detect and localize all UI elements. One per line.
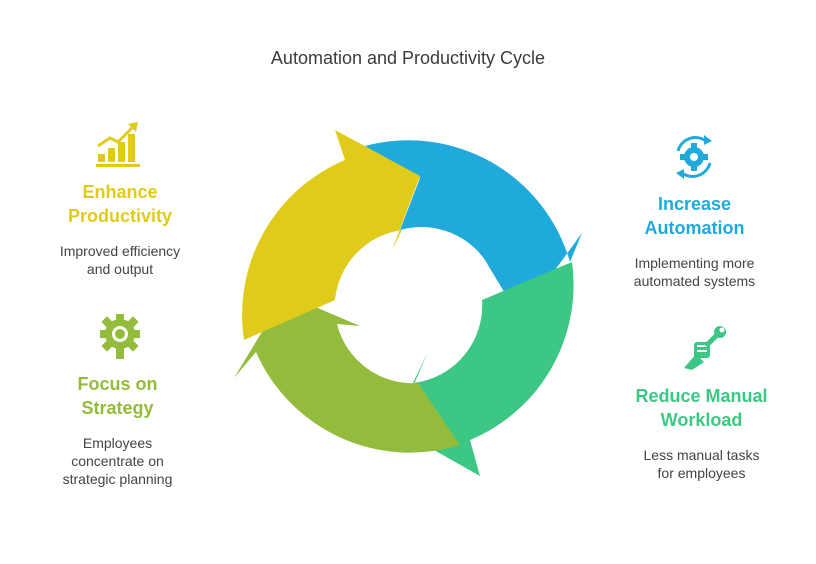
step-desc-line: concentrate on: [71, 453, 164, 469]
step-desc-line: Improved efficiency: [59, 243, 181, 259]
step-heading-line: Reduce Manual: [635, 386, 768, 406]
step-heading-line: Automation: [644, 218, 745, 238]
step-desc-line: Less manual tasks: [643, 447, 760, 463]
idea-gear-icon: [100, 314, 140, 359]
step-desc-line: Employees: [82, 435, 153, 451]
step-heading-line: Strategy: [81, 398, 154, 418]
step-increase-automation: Increase Automation Implementing more au…: [612, 192, 777, 290]
step-desc-line: and output: [86, 261, 154, 277]
step-heading-line: Productivity: [67, 206, 173, 226]
step-heading-line: Focus on: [77, 374, 158, 394]
step-desc-line: Implementing more: [634, 255, 755, 271]
cycle-segment-increase-automation: [365, 140, 582, 318]
step-enhance-productivity: Enhance Productivity Improved efficiency…: [50, 180, 190, 278]
step-focus-on-strategy: Focus on Strategy Employees concentrate …: [50, 372, 185, 488]
step-desc-line: automated systems: [633, 273, 756, 289]
step-desc-line: for employees: [657, 465, 746, 481]
step-heading-line: Increase: [657, 194, 732, 214]
page-title: Automation and Productivity Cycle: [270, 48, 546, 68]
step-reduce-manual-workload: Reduce Manual Workload Less manual tasks…: [624, 384, 779, 482]
cycle-segment-focus-strategy: [234, 294, 460, 453]
hand-wrench-icon: [684, 326, 726, 370]
cycle-segment-enhance-productivity: [242, 130, 420, 340]
gear-cycle-icon: [676, 135, 712, 179]
step-heading-line: Workload: [660, 410, 743, 430]
step-heading-line: Enhance: [82, 182, 158, 202]
growth-chart-icon: [96, 122, 140, 167]
step-desc-line: strategic planning: [62, 471, 173, 487]
